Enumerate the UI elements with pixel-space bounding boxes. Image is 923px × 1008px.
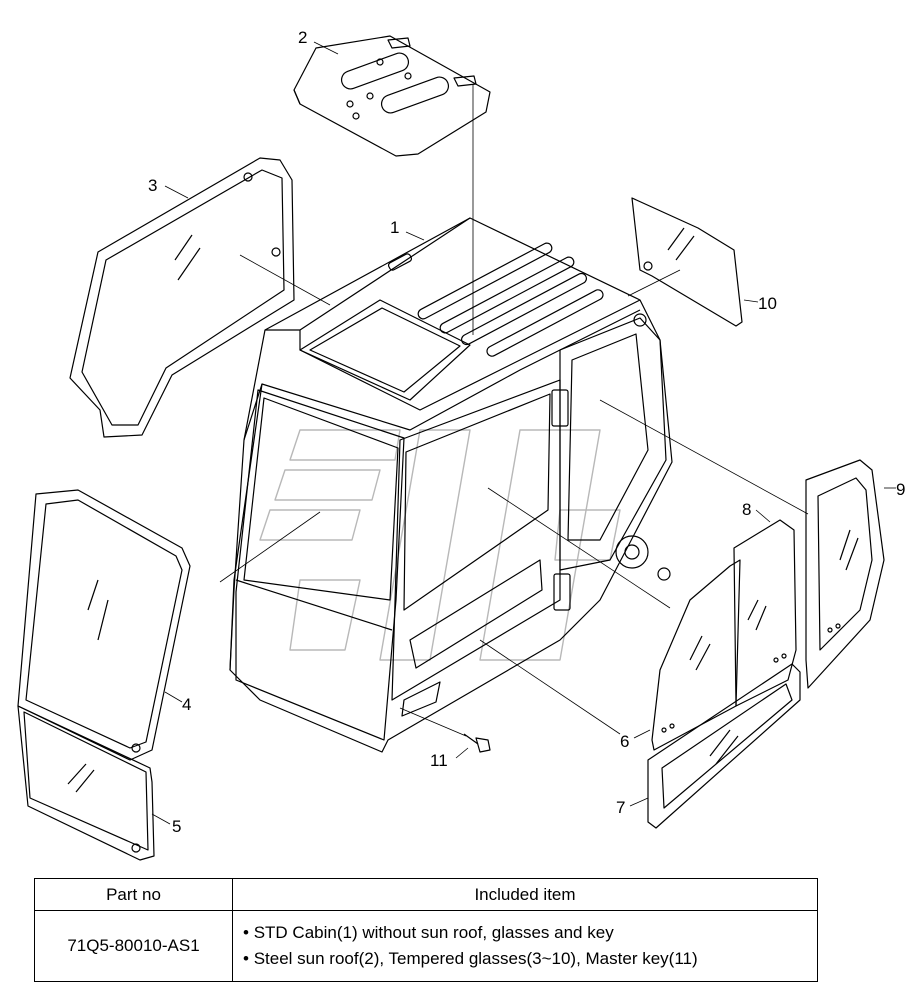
side-glass-10-part: [631, 197, 743, 327]
part-no-cell: 71Q5-80010-AS1: [34, 910, 233, 982]
included-item-header: Included item: [232, 878, 818, 911]
callout-label: 2: [298, 28, 307, 47]
callout-label: 10: [758, 294, 777, 313]
included-items-cell: STD Cabin(1) without sun roof, glasses a…: [232, 910, 818, 982]
parts-table: Part no Included item 71Q5-80010-AS1 STD…: [34, 878, 818, 982]
side-glass-9-part: [805, 459, 885, 689]
cabin-body-part: [219, 217, 809, 753]
door-glass-8-part: [733, 519, 797, 707]
master-key-part: [399, 707, 491, 753]
lower-side-glass-7-part: [647, 663, 801, 829]
part-no-header: Part no: [34, 878, 233, 911]
callout-labels: 2 1 3 4 5 6 7 8 9 10 11: [148, 28, 905, 836]
watermark-logo: [259, 429, 621, 661]
callout-label: 5: [172, 817, 181, 836]
rear-glass-part: [69, 157, 331, 438]
list-item: Steel sun roof(2), Tempered glasses(3~10…: [243, 946, 817, 972]
table-header-row: Part no Included item: [34, 878, 818, 911]
table-row: 71Q5-80010-AS1 STD Cabin(1) without sun …: [34, 910, 818, 982]
front-upper-glass-part: [17, 489, 191, 761]
callout-label: 3: [148, 176, 157, 195]
included-items-list: STD Cabin(1) without sun roof, glasses a…: [243, 920, 817, 972]
door-glass-6-part: [651, 559, 741, 751]
callout-label: 6: [620, 732, 629, 751]
callout-label: 11: [430, 751, 448, 770]
cabin-exploded-diagram: 2 1 3 4 5 6 7 8 9 10 11: [17, 28, 905, 861]
callout-label: 9: [896, 480, 905, 499]
list-item: STD Cabin(1) without sun roof, glasses a…: [243, 920, 817, 946]
leader-lines: [151, 41, 896, 825]
sun-roof-part: [293, 35, 491, 335]
front-lower-glass-part: [17, 705, 155, 861]
callout-label: 8: [742, 500, 751, 519]
callout-label: 1: [390, 218, 399, 237]
callout-label: 7: [616, 798, 625, 817]
callout-label: 4: [182, 695, 191, 714]
